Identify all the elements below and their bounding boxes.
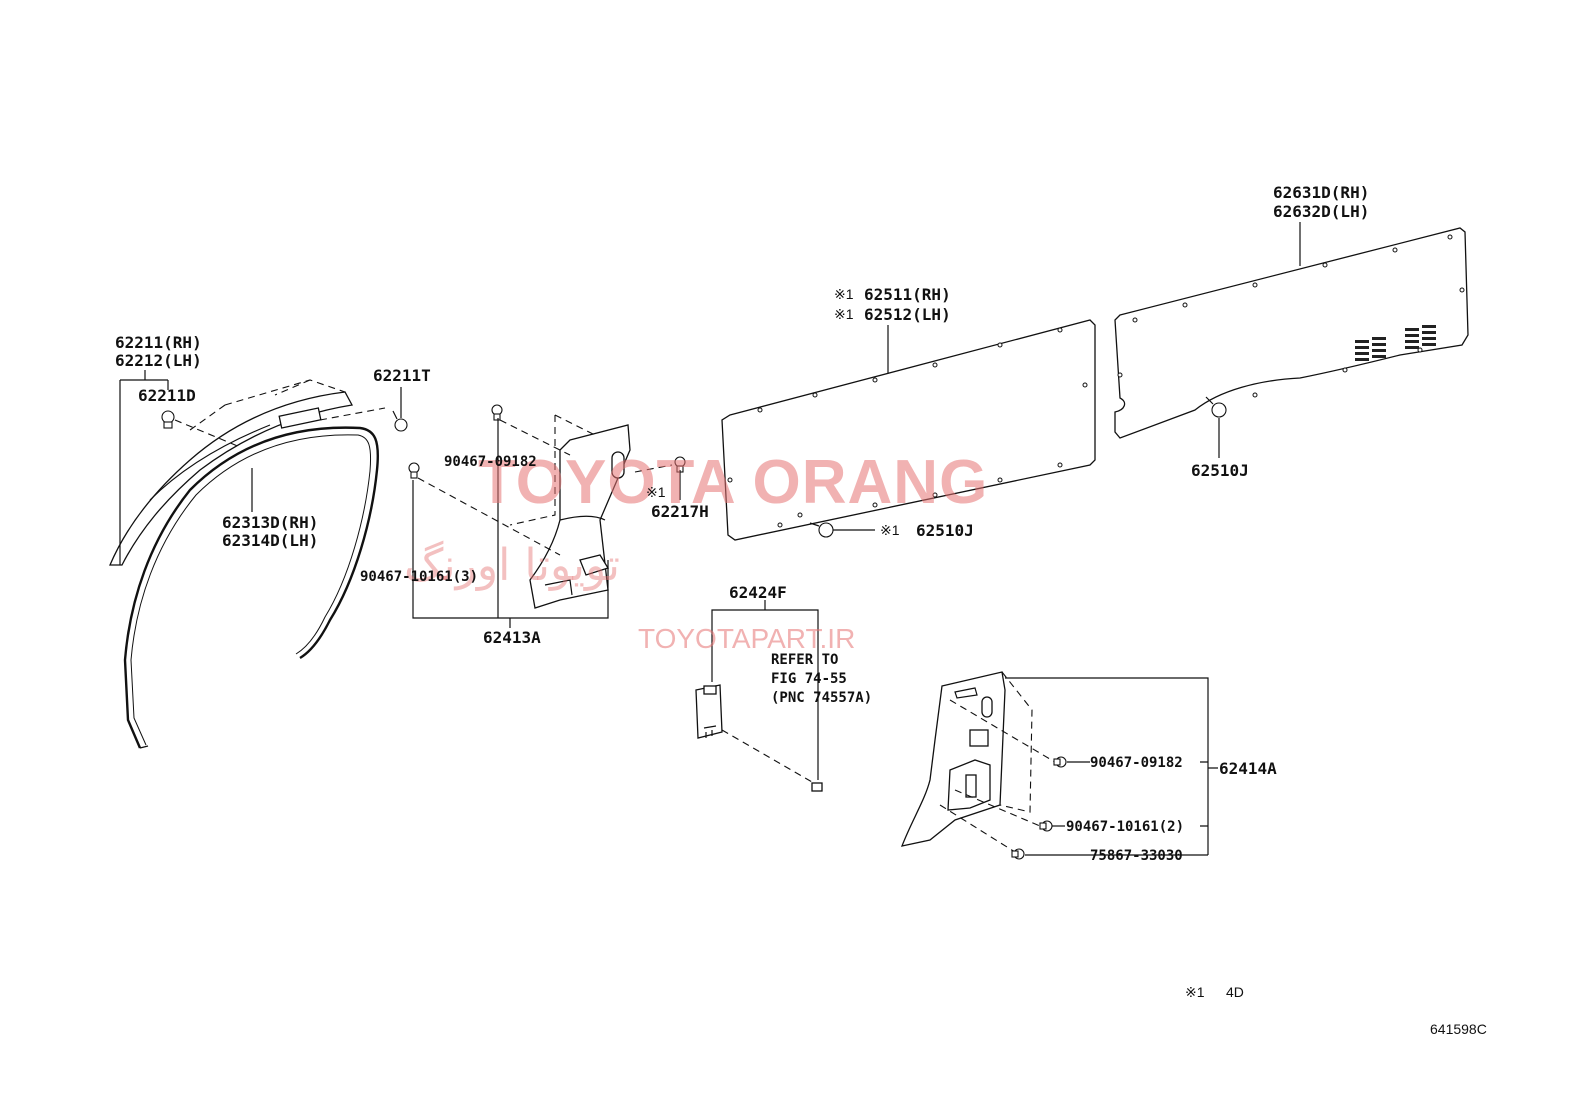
label-90467-10161-2[interactable]: 90467-10161(2) xyxy=(1066,819,1184,835)
door-opening-weatherstrip-part[interactable] xyxy=(123,426,379,749)
label-62510J-a[interactable]: 62510J xyxy=(916,521,974,540)
screw-90467-10161-a-icon[interactable] xyxy=(408,462,420,479)
label-75867-33030[interactable]: 75867-33030 xyxy=(1090,848,1183,864)
label-90467-10161-3[interactable]: 90467-10161(3) xyxy=(360,569,478,585)
refer-line-3[interactable]: (PNC 74557A) xyxy=(771,690,872,706)
qt-dash-screw2 xyxy=(954,789,1041,827)
label-62217H[interactable]: 62217H xyxy=(651,502,709,521)
mark-62217H: ※1 xyxy=(646,484,666,500)
label-62631D-rh[interactable]: 62631D(RH) xyxy=(1273,183,1369,202)
cp-dash-screw2 xyxy=(417,477,561,556)
legend-text: 4D xyxy=(1226,984,1244,1000)
label-62212-lh[interactable]: 62212(LH) xyxy=(115,351,202,370)
cp-dash-top xyxy=(509,414,596,526)
screw-90467-09182-a-icon[interactable] xyxy=(491,404,503,421)
screw-62211T-icon[interactable] xyxy=(392,410,408,432)
label-62413A[interactable]: 62413A xyxy=(483,628,541,647)
cp-dash-screw3 xyxy=(634,464,673,473)
leader-62424F xyxy=(711,600,819,780)
label-62511-rh[interactable]: 62511(RH) xyxy=(864,285,951,304)
qt-dash-screw3 xyxy=(939,804,1016,853)
leader-62413A xyxy=(412,418,609,628)
garnish-top-dash xyxy=(189,379,346,431)
screw-90467-10161-b-icon[interactable] xyxy=(1039,820,1053,832)
leader-62211 xyxy=(119,370,169,565)
refer-line-2[interactable]: FIG 74-55 xyxy=(771,671,847,687)
illustration-id: 641598C xyxy=(1430,1021,1487,1037)
clip-62510J-b-icon[interactable] xyxy=(1205,396,1227,418)
mark-62510J-a: ※1 xyxy=(880,522,900,538)
clip-62510J-a-icon[interactable] xyxy=(809,522,834,538)
label-62211-rh[interactable]: 62211(RH) xyxy=(115,333,202,352)
legend-mark: ※1 xyxy=(1185,984,1205,1000)
label-62512-lh[interactable]: 62512(LH) xyxy=(864,305,951,324)
small-cover-62424F-part[interactable] xyxy=(695,684,723,739)
mark-62511: ※1 xyxy=(834,286,854,302)
label-62211T[interactable]: 62211T xyxy=(373,366,431,385)
clip-75867-33030-icon[interactable] xyxy=(1011,848,1025,860)
vent-grille-right xyxy=(1405,325,1436,349)
rear-quarter-panel-part[interactable] xyxy=(1114,227,1469,439)
label-62632D-lh[interactable]: 62632D(LH) xyxy=(1273,202,1369,221)
clip-62211D-icon[interactable] xyxy=(161,410,175,429)
qt-dash-screw1 xyxy=(949,699,1056,763)
vent-grille-left xyxy=(1355,337,1386,361)
refer-target-box xyxy=(811,782,823,792)
mark-62512: ※1 xyxy=(834,306,854,322)
label-62211D[interactable]: 62211D xyxy=(138,386,196,405)
label-62510J-b[interactable]: 62510J xyxy=(1191,461,1249,480)
quarter-trim-panel-part[interactable] xyxy=(721,319,1096,541)
refer-line-1[interactable]: REFER TO xyxy=(771,652,838,668)
cp-dash-screw1 xyxy=(499,419,571,456)
center-pillar-lower-garnish-part[interactable] xyxy=(529,424,631,609)
screw-90467-09182-b-icon[interactable] xyxy=(1053,756,1067,768)
watermark-brand: TOYOTA ORANG xyxy=(478,448,988,517)
watermark-persian: تویوتا اورنگ xyxy=(404,540,620,591)
cover-dash xyxy=(721,729,813,783)
watermark-url: TOYOTAPART.IR xyxy=(638,623,855,654)
leader-62414A xyxy=(1005,677,1218,856)
a-pillar-garnish-part[interactable] xyxy=(109,391,354,566)
label-62313D-rh[interactable]: 62313D(RH) xyxy=(222,513,318,532)
qt-dash-right xyxy=(999,671,1033,813)
label-62424F[interactable]: 62424F xyxy=(729,583,787,602)
label-62414A[interactable]: 62414A xyxy=(1219,759,1277,778)
label-90467-09182-a[interactable]: 90467-09182 xyxy=(444,454,537,470)
quarter-trim-lower-part[interactable] xyxy=(900,671,1006,847)
label-90467-09182-b[interactable]: 90467-09182 xyxy=(1090,755,1183,771)
label-62314D-lh[interactable]: 62314D(LH) xyxy=(222,531,318,550)
